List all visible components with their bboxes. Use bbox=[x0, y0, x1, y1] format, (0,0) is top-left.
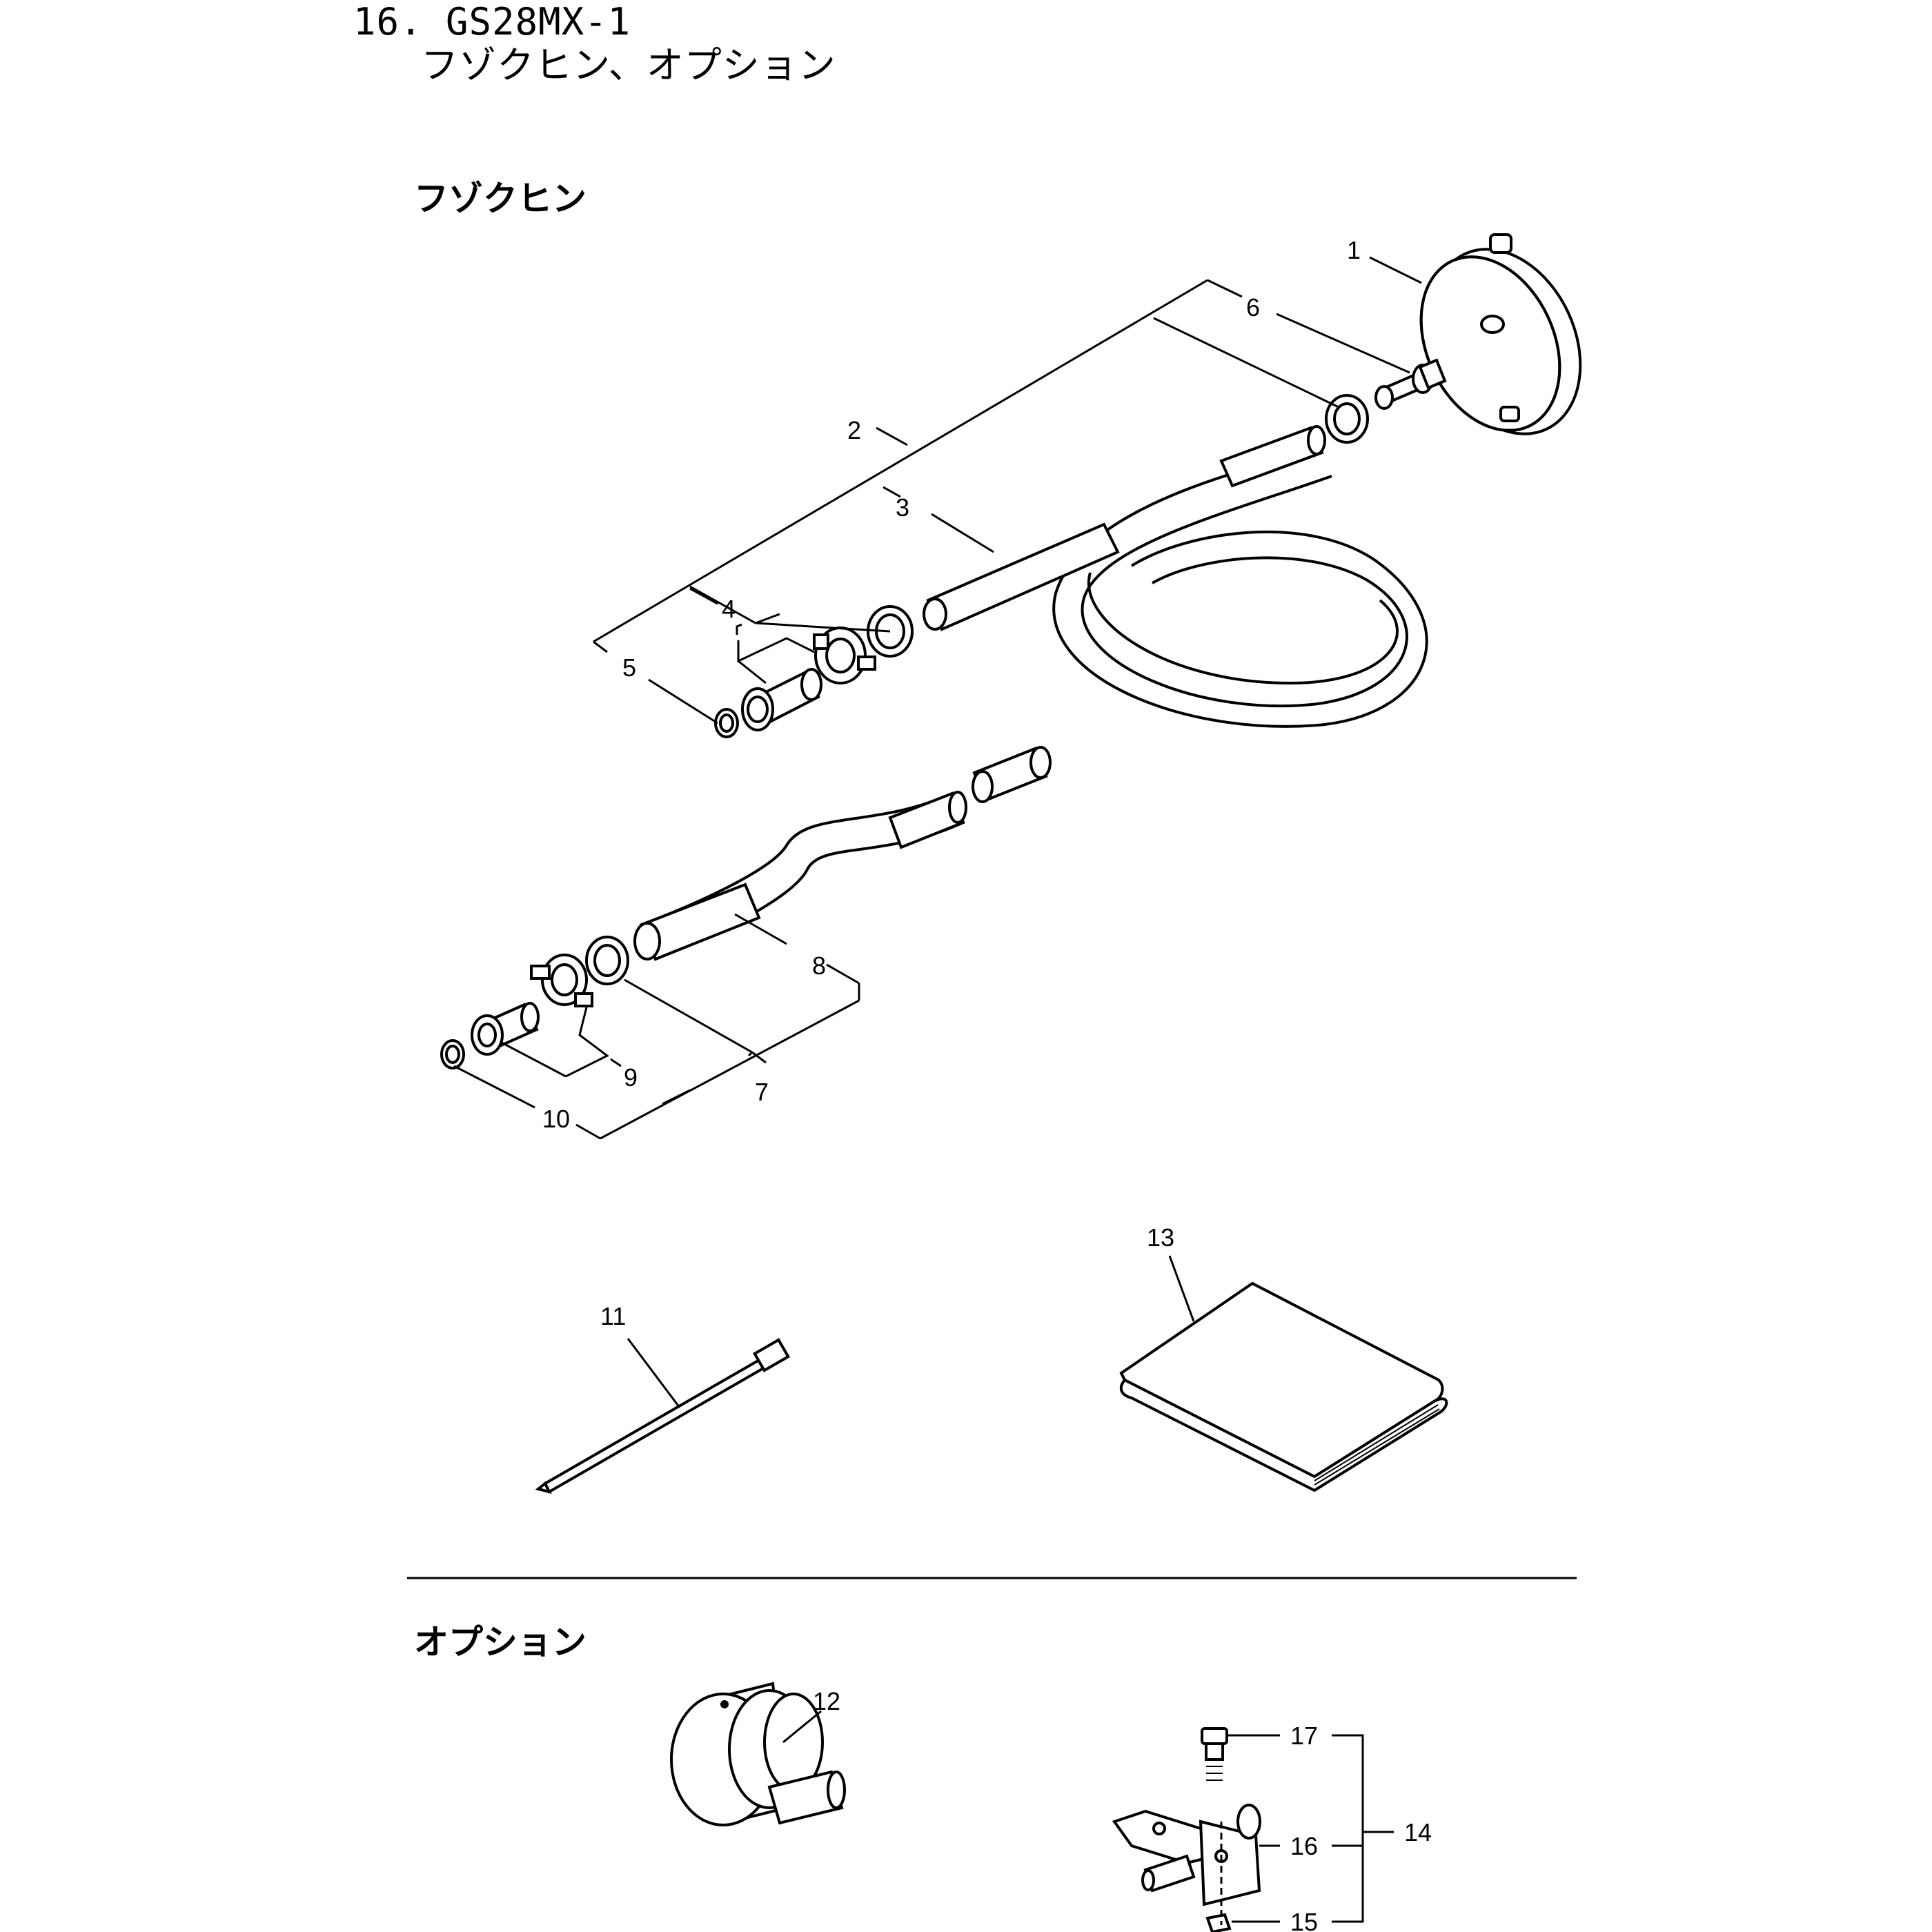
part-hose-fitting-upper bbox=[714, 668, 822, 738]
section-title-options: オプション bbox=[414, 1622, 586, 1662]
callout-2: 2 bbox=[847, 416, 861, 444]
callout-13: 13 bbox=[1147, 1223, 1174, 1252]
callout-6: 6 bbox=[1246, 293, 1260, 322]
part-hose-joint-upper bbox=[813, 605, 914, 684]
part-cable-tie bbox=[535, 1338, 791, 1494]
callout-1: 1 bbox=[1347, 236, 1361, 264]
part-hose-fitting-lower bbox=[440, 1002, 540, 1070]
part-strainer-fitting bbox=[1325, 358, 1447, 444]
part-hose-joint-lower bbox=[530, 936, 629, 1007]
callout-15: 15 bbox=[1290, 1908, 1318, 1932]
callout-5: 5 bbox=[622, 653, 636, 682]
callout-16: 16 bbox=[1290, 1832, 1318, 1860]
part-bracket-kit bbox=[1112, 1727, 1261, 1932]
section-title-accessories: フゾクヒン bbox=[414, 179, 586, 219]
page-title: 16. GS28MX-1 bbox=[353, 0, 631, 43]
callout-9: 9 bbox=[624, 1063, 638, 1092]
callout-11: 11 bbox=[600, 1302, 626, 1330]
callout-3: 3 bbox=[896, 493, 909, 522]
callout-12: 12 bbox=[813, 1687, 840, 1715]
callout-7: 7 bbox=[755, 1078, 769, 1106]
callout-8: 8 bbox=[812, 952, 826, 980]
callout-17: 17 bbox=[1290, 1722, 1318, 1750]
callout-labels: 1 2 3 4 5 6 7 8 9 10 11 12 13 14 15 16 1… bbox=[542, 236, 1432, 1932]
part-manual bbox=[1119, 1281, 1448, 1492]
part-option-fitting bbox=[670, 1682, 846, 1826]
callout-14: 14 bbox=[1404, 1818, 1432, 1846]
page-subtitle: フゾクヒン、オプション bbox=[421, 43, 836, 87]
part-strainer bbox=[1419, 233, 1582, 435]
callout-4: 4 bbox=[722, 595, 736, 623]
part-discharge-hose bbox=[633, 746, 1052, 961]
part-suction-hose bbox=[923, 425, 1428, 728]
leader-lines bbox=[407, 256, 1577, 1923]
callout-10: 10 bbox=[542, 1105, 570, 1133]
